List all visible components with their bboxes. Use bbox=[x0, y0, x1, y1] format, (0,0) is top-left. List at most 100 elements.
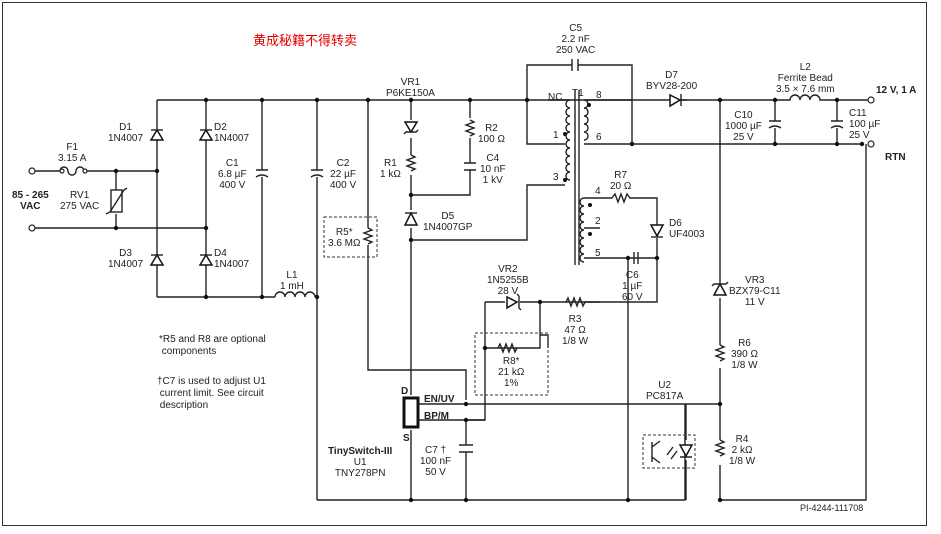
r3-rating: 1/8 W bbox=[562, 336, 589, 347]
u1-value: TNY278PN bbox=[334, 468, 386, 479]
u1-ref: U1 bbox=[353, 457, 367, 468]
dc-rails bbox=[157, 99, 632, 500]
t1-ref: T1 bbox=[572, 88, 584, 99]
fuse-end bbox=[59, 168, 65, 174]
vr2-rating: 28 V bbox=[497, 286, 519, 297]
d1-value: 1N4007 bbox=[108, 133, 144, 144]
watermark-banner: 黄成秘籍不得转卖 bbox=[253, 34, 358, 49]
u2-value: PC817A bbox=[646, 391, 684, 402]
fuse-end bbox=[82, 168, 88, 174]
c1-ref: C1 bbox=[225, 158, 239, 169]
l2-size: 3.5 × 7.6 mm bbox=[776, 84, 835, 95]
d4-value: 1N4007 bbox=[214, 259, 250, 270]
output-return-label: RTN bbox=[885, 152, 906, 163]
d5-ref: D5 bbox=[441, 211, 455, 222]
junction-dots bbox=[113, 97, 865, 503]
t1-pin-6: 6 bbox=[596, 132, 602, 143]
vr3-ref: VR3 bbox=[745, 275, 765, 286]
c7-ref: C7 † bbox=[425, 445, 447, 456]
tvs-vr1-icon bbox=[403, 121, 419, 134]
output-terminal-return bbox=[867, 140, 875, 148]
r8-tolerance: 1% bbox=[503, 378, 519, 389]
vr2-ref: VR2 bbox=[498, 264, 518, 275]
c2-ref: C2 bbox=[336, 158, 350, 169]
d4-ref: D4 bbox=[214, 248, 227, 259]
r4-value: 2 kΩ bbox=[731, 445, 753, 456]
f1-value: 3.15 A bbox=[58, 153, 87, 164]
rv1-value: 275 VAC bbox=[60, 201, 100, 212]
d3-value: 1N4007 bbox=[108, 259, 144, 270]
c4-value: 10 nF bbox=[480, 164, 506, 175]
r8-ref: R8* bbox=[502, 356, 520, 367]
output-positive-label: 12 V, 1 A bbox=[876, 85, 917, 96]
vr1-ref: VR1 bbox=[400, 77, 421, 88]
vr3-value: BZX79-C11 bbox=[729, 286, 781, 297]
u1-pin-en: EN/UV bbox=[424, 394, 455, 405]
snubber-wires bbox=[411, 100, 565, 241]
zener-vr2-icon bbox=[506, 295, 519, 310]
resistor-r3-icon bbox=[565, 296, 600, 308]
l2-value: Ferrite Bead bbox=[777, 73, 833, 84]
diode-d7-icon bbox=[669, 93, 682, 108]
bias-wires bbox=[566, 192, 658, 500]
resistor-r8-icon bbox=[497, 342, 518, 354]
r7-ref: R7 bbox=[614, 170, 628, 181]
u1-pin-s: S bbox=[403, 433, 410, 444]
diode-d4-icon bbox=[198, 253, 214, 266]
c6-rating: 60 V bbox=[622, 292, 643, 303]
u2-ref: U2 bbox=[658, 380, 672, 391]
pin-dot bbox=[563, 132, 567, 136]
capacitor-c5-icon bbox=[571, 59, 579, 71]
c7-note: †C7 is used to adjust U1 current limit. … bbox=[157, 376, 266, 411]
c1-value: 6.8 µF bbox=[218, 169, 247, 180]
varistor-rv1-icon bbox=[110, 189, 123, 213]
optocoupler-transistor-icon bbox=[651, 440, 692, 464]
f1-ref: F1 bbox=[66, 142, 79, 153]
ferrite-bead-l2-icon bbox=[775, 94, 868, 101]
c5-value: 2.2 nF bbox=[561, 34, 590, 45]
pin-dot bbox=[588, 203, 592, 207]
diode-d1-icon bbox=[149, 128, 165, 141]
t1-pin-1: 1 bbox=[553, 130, 559, 141]
t1-pin-3: 3 bbox=[553, 172, 559, 183]
resistor-r4-icon bbox=[714, 439, 726, 457]
output-terminal-positive bbox=[867, 96, 875, 104]
capacitor-c7-icon bbox=[459, 444, 473, 453]
vr2-value: 1N5255B bbox=[487, 275, 529, 286]
t1-pin-8: 8 bbox=[596, 90, 602, 101]
c11-rating: 25 V bbox=[849, 130, 870, 141]
u1-wires bbox=[317, 403, 686, 501]
capacitor-c10-icon bbox=[768, 100, 782, 144]
t1-pin-2: 2 bbox=[595, 216, 601, 227]
r1-ref: R1 bbox=[384, 158, 397, 169]
c5-wires bbox=[526, 64, 633, 145]
r1-value: 1 kΩ bbox=[380, 169, 401, 180]
diode-d5-icon bbox=[403, 211, 419, 226]
capacitor-c1-icon bbox=[255, 169, 269, 178]
d6-value: UF4003 bbox=[669, 229, 705, 240]
r5-value: 3.6 MΩ bbox=[328, 238, 361, 249]
c1-rating: 400 V bbox=[219, 180, 246, 191]
optocoupler-led-icon bbox=[678, 444, 694, 458]
d2-ref: D2 bbox=[214, 122, 227, 133]
r2-value: 100 Ω bbox=[478, 134, 505, 145]
bridge-wires bbox=[156, 100, 207, 297]
